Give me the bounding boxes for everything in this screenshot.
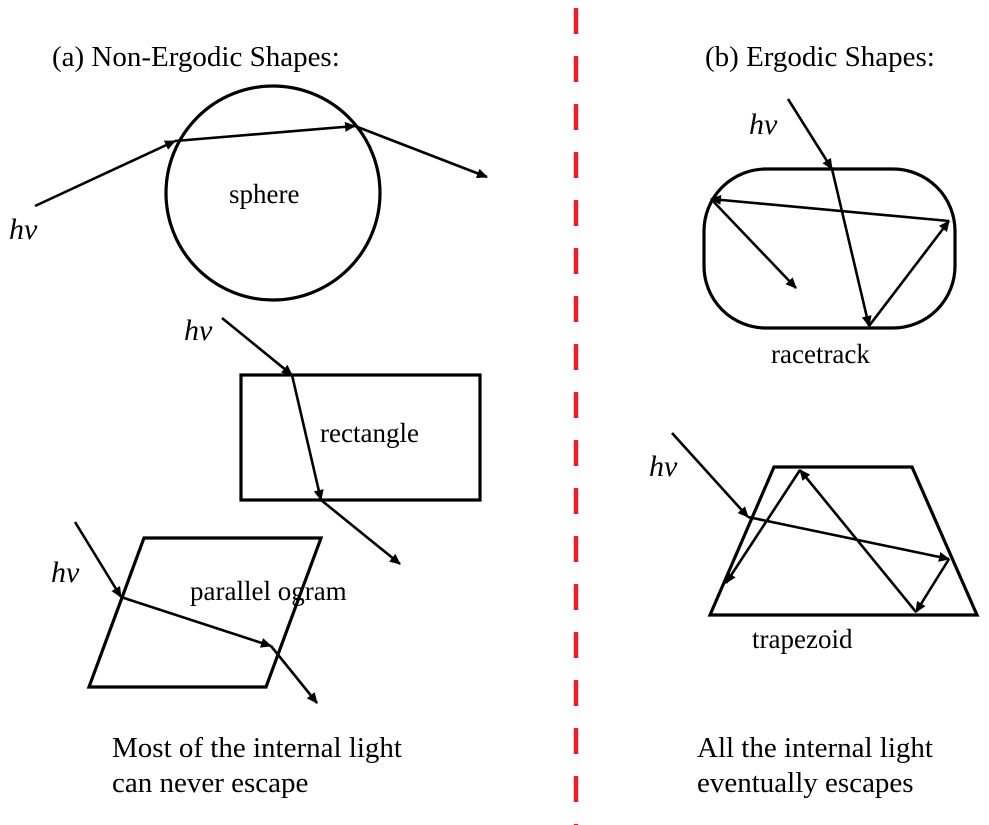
racetrack-ray-4 <box>710 198 797 289</box>
parallelogram-ray-inside <box>120 595 272 648</box>
racetrack-label: racetrack <box>771 339 870 369</box>
rectangle-ray-out <box>320 498 401 566</box>
sphere-photon-label: hν <box>9 213 38 246</box>
racetrack-ray-3 <box>710 194 950 223</box>
trapezoid-ray-2 <box>914 558 951 613</box>
sphere-shape: sphere hν <box>9 84 488 302</box>
rectangle-ray-inside <box>290 374 324 501</box>
racetrack-ray-in <box>786 98 834 170</box>
trapezoid-label: trapezoid <box>752 624 853 654</box>
sphere-ray-inside <box>174 121 356 143</box>
rectangle-photon-label: hν <box>184 314 213 347</box>
sphere-outline <box>164 84 382 302</box>
racetrack-ray-2 <box>867 220 951 327</box>
trapezoid-ray-4 <box>724 469 802 584</box>
trapezoid-shape: trapezoid hν <box>649 432 980 654</box>
rectangle-label: rectangle <box>320 418 419 448</box>
parallelogram-outline <box>86 536 324 689</box>
trapezoid-photon-label: hν <box>649 450 678 483</box>
rectangle-shape: rectangle hν <box>184 314 482 566</box>
sphere-ray-out <box>354 124 488 179</box>
left-heading: (a) Non-Ergodic Shapes: <box>52 41 340 73</box>
sphere-ray-in <box>34 139 176 208</box>
left-caption-line2: can never escape <box>112 767 308 799</box>
racetrack-outline <box>702 167 957 330</box>
right-caption-line1: All the internal light <box>697 732 933 764</box>
trapezoid-ray-in <box>671 432 749 518</box>
rectangle-ray-in <box>221 316 293 377</box>
racetrack-shape: racetrack hν <box>702 98 957 369</box>
parallelogram-photon-label: hν <box>51 556 80 589</box>
parallelogram-label: parallel ogram <box>190 576 347 606</box>
parallelogram-ray-out <box>269 645 319 704</box>
sphere-label: sphere <box>229 179 299 209</box>
parallelogram-ray-in <box>73 521 123 598</box>
right-caption-line2: eventually escapes <box>697 767 914 799</box>
trapezoid-ray-1 <box>747 515 950 562</box>
racetrack-ray-1 <box>830 168 872 327</box>
rectangle-outline <box>239 373 482 502</box>
trapezoid-ray-3 <box>798 469 918 613</box>
parallelogram-shape: parallel ogram hν <box>51 521 347 704</box>
trapezoid-outline <box>707 465 980 617</box>
right-heading: (b) Ergodic Shapes: <box>705 41 935 73</box>
racetrack-photon-label: hν <box>749 108 778 141</box>
left-caption-line1: Most of the internal light <box>112 732 402 764</box>
